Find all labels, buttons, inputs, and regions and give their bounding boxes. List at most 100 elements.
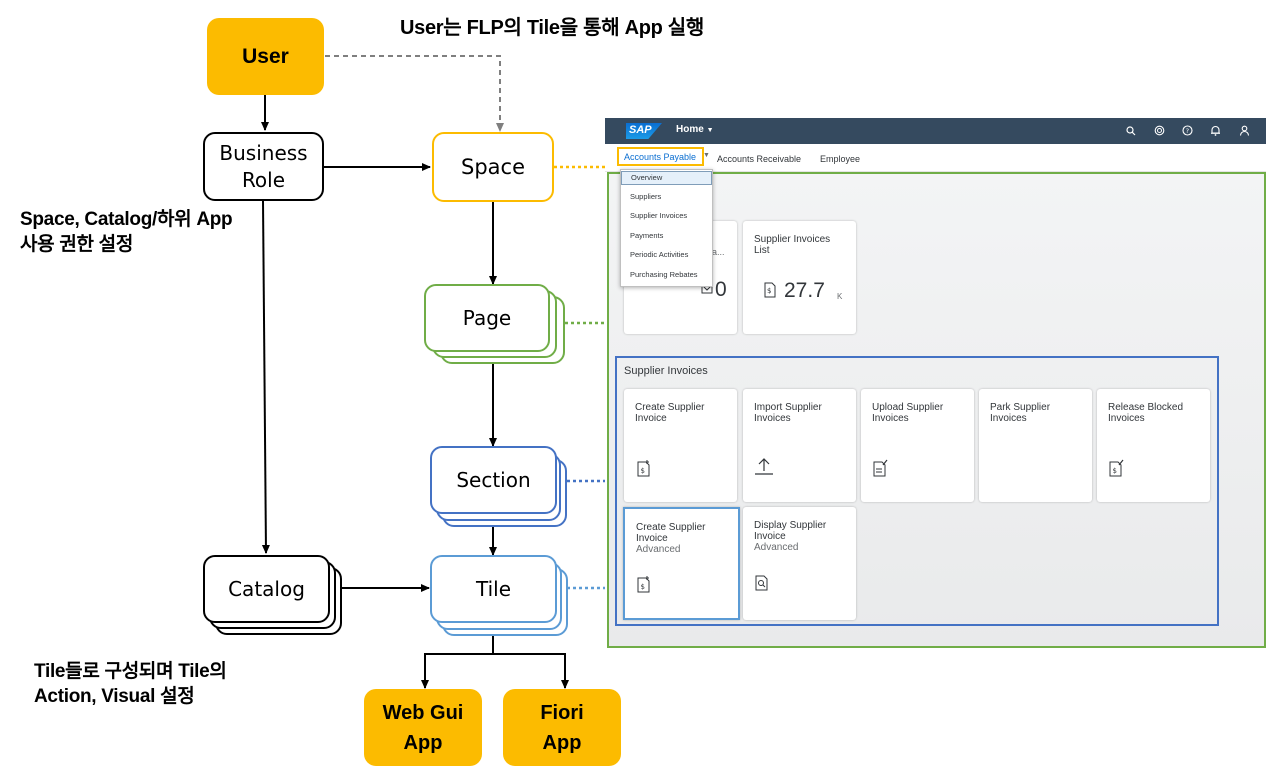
tab-accounts-receivable[interactable]: Accounts Receivable [717, 154, 802, 164]
tile-title-line2: Invoice [754, 531, 786, 542]
page-node: Page [424, 284, 550, 352]
web-gui-app-node: Web Gui App [364, 689, 482, 766]
fiori-app-node: Fiori App [503, 689, 621, 766]
tile-title: Create Supplier Invoice [635, 402, 704, 424]
overview-tile-2-value: 27.7 [784, 279, 825, 302]
tile-display-supplier-invoice-advanced[interactable]: Display Supplier Invoice Advanced [743, 507, 856, 620]
menu-item-purchasing-rebates[interactable]: Purchasing Rebates [621, 267, 712, 283]
role-note: Space, Catalog/하위 App 사용 권한 설정 [20, 207, 233, 257]
tile-title-line2: Invoices [1108, 413, 1145, 424]
tile-import-supplier-invoices[interactable]: Import Supplier Invoices [743, 389, 856, 502]
section-supplier-invoices: Supplier Invoices [615, 356, 1219, 626]
svg-text:$: $ [641, 467, 645, 475]
overview-tile-2-title: Supplier Invoices List [754, 234, 830, 256]
page-node-label: Page [462, 306, 512, 330]
catalog-note-line1: Tile들로 구성되며 Tile의 [34, 661, 227, 682]
space-tab-bar: Accounts Payable ▼ Accounts Receivable E… [605, 144, 1266, 172]
role-note-line2: 사용 권한 설정 [20, 234, 134, 255]
tile-title: Import Supplier Invoices [754, 402, 822, 424]
menu-item-suppliers[interactable]: Suppliers [621, 189, 712, 205]
section-title: Supplier Invoices [624, 365, 708, 377]
sap-logo-text: SAP [629, 124, 652, 136]
space-node-label: Space [461, 155, 525, 179]
menu-item-label: Periodic Activities [630, 250, 689, 259]
sap-launchpad: SAP Home ▼ ? Accounts Payable ▼ Accounts… [605, 118, 1266, 648]
tile-upload-supplier-invoices[interactable]: Upload Supplier Invoices [861, 389, 974, 502]
business-role-line1: Business [219, 140, 308, 165]
tile-title: Display Supplier Invoice Advanced [754, 520, 826, 553]
business-role-node: Business Role [203, 132, 324, 201]
svg-text:$: $ [1113, 467, 1117, 475]
arrow-user-to-space [325, 55, 504, 132]
invoice-release-icon: $ [1109, 459, 1124, 477]
svg-text:$: $ [767, 287, 771, 295]
tab-accounts-payable-label: Accounts Payable [624, 152, 697, 162]
page-area: a... 0 Supplier Invoices List $ 27.7 K S… [607, 172, 1266, 648]
tab-employee[interactable]: Employee [820, 154, 861, 164]
tile-title-line2: Invoices [990, 413, 1027, 424]
tile-title-line1: Display Supplier [754, 520, 827, 531]
overview-tile-supplier-invoices-list[interactable]: Supplier Invoices List $ 27.7 K [743, 221, 856, 334]
help-icon[interactable]: ? [1182, 125, 1193, 136]
tile-subtitle: Advanced [754, 542, 799, 553]
fiori-line2: App [542, 731, 582, 754]
menu-item-label: Purchasing Rebates [630, 270, 698, 279]
fiori-line1: Fiori [540, 701, 584, 724]
overview-tile-1-title: a... [712, 247, 725, 257]
svg-text:?: ? [1186, 127, 1189, 135]
svg-text:$: $ [641, 583, 645, 591]
bell-icon[interactable] [1210, 125, 1221, 136]
tile-park-supplier-invoices[interactable]: Park Supplier Invoices [979, 389, 1092, 502]
tab-accounts-payable-chevron-icon[interactable]: ▼ [703, 152, 710, 159]
tab-accounts-payable[interactable]: Accounts Payable [617, 147, 704, 166]
tile-title: Create Supplier Invoice Advanced [636, 522, 705, 555]
section-node-label: Section [456, 468, 531, 492]
invoice-add-icon: $ [637, 576, 650, 593]
menu-item-label: Payments [630, 231, 664, 240]
copilot-icon[interactable] [1154, 125, 1165, 136]
tile-title-line1: Park Supplier [990, 402, 1051, 413]
invoice-edit-icon [873, 459, 888, 477]
role-note-line1: Space, Catalog/하위 App [20, 209, 233, 230]
page-dropdown-menu: Overview Suppliers Supplier Invoices Pay… [620, 169, 713, 287]
tile-subtitle: Advanced [636, 544, 681, 555]
business-role-line2: Role [241, 167, 286, 192]
menu-item-label: Suppliers [630, 192, 662, 201]
tile-node-label: Tile [475, 577, 512, 601]
tile-title-line2: Invoices [872, 413, 909, 424]
tile-create-supplier-invoice[interactable]: Create Supplier Invoice $ [624, 389, 737, 502]
menu-item-supplier-invoices[interactable]: Supplier Invoices [621, 208, 712, 224]
sap-logo[interactable]: SAP [626, 123, 662, 139]
tile-title-line1: Create Supplier [636, 522, 706, 533]
tile-node: Tile [430, 555, 557, 623]
tile-title-line1: Import Supplier [754, 402, 822, 413]
tile-title: Upload Supplier Invoices [872, 402, 943, 424]
invoice-add-icon: $ [637, 460, 650, 477]
tile-title: Park Supplier Invoices [990, 402, 1050, 424]
tile-title-line1: Release Blocked [1108, 402, 1184, 413]
section-node: Section [430, 446, 557, 514]
home-menu-button[interactable]: Home ▼ [676, 124, 714, 135]
menu-item-label: Supplier Invoices [630, 211, 688, 220]
tile-title-line1: Create Supplier [635, 402, 705, 413]
menu-item-periodic-activities[interactable]: Periodic Activities [621, 247, 712, 263]
search-icon[interactable] [1126, 126, 1136, 136]
chevron-down-icon: ▼ [706, 127, 714, 134]
user-icon[interactable] [1239, 125, 1250, 136]
menu-item-overview[interactable]: Overview [621, 171, 712, 185]
overview-tile-2-unit: K [837, 292, 843, 301]
tile-release-blocked-invoices[interactable]: Release Blocked Invoices $ [1097, 389, 1210, 502]
user-node: User [207, 18, 324, 95]
menu-item-label: Overview [631, 173, 663, 182]
shell-bar: SAP Home ▼ ? [605, 118, 1266, 144]
arrow-tile-to-webgui [421, 636, 494, 689]
arrow-tile-to-fiori [493, 653, 569, 689]
tile-title-line1: Upload Supplier [872, 402, 944, 413]
invoice-search-icon: $ [764, 282, 776, 298]
overview-tile-1-value: 0 [715, 278, 727, 301]
user-node-label: User [242, 44, 289, 68]
catalog-note-line2: Action, Visual 설정 [34, 686, 195, 707]
web-gui-line2: App [403, 731, 443, 754]
menu-item-payments[interactable]: Payments [621, 228, 712, 244]
tile-create-supplier-invoice-advanced[interactable]: Create Supplier Invoice Advanced $ [623, 507, 740, 620]
